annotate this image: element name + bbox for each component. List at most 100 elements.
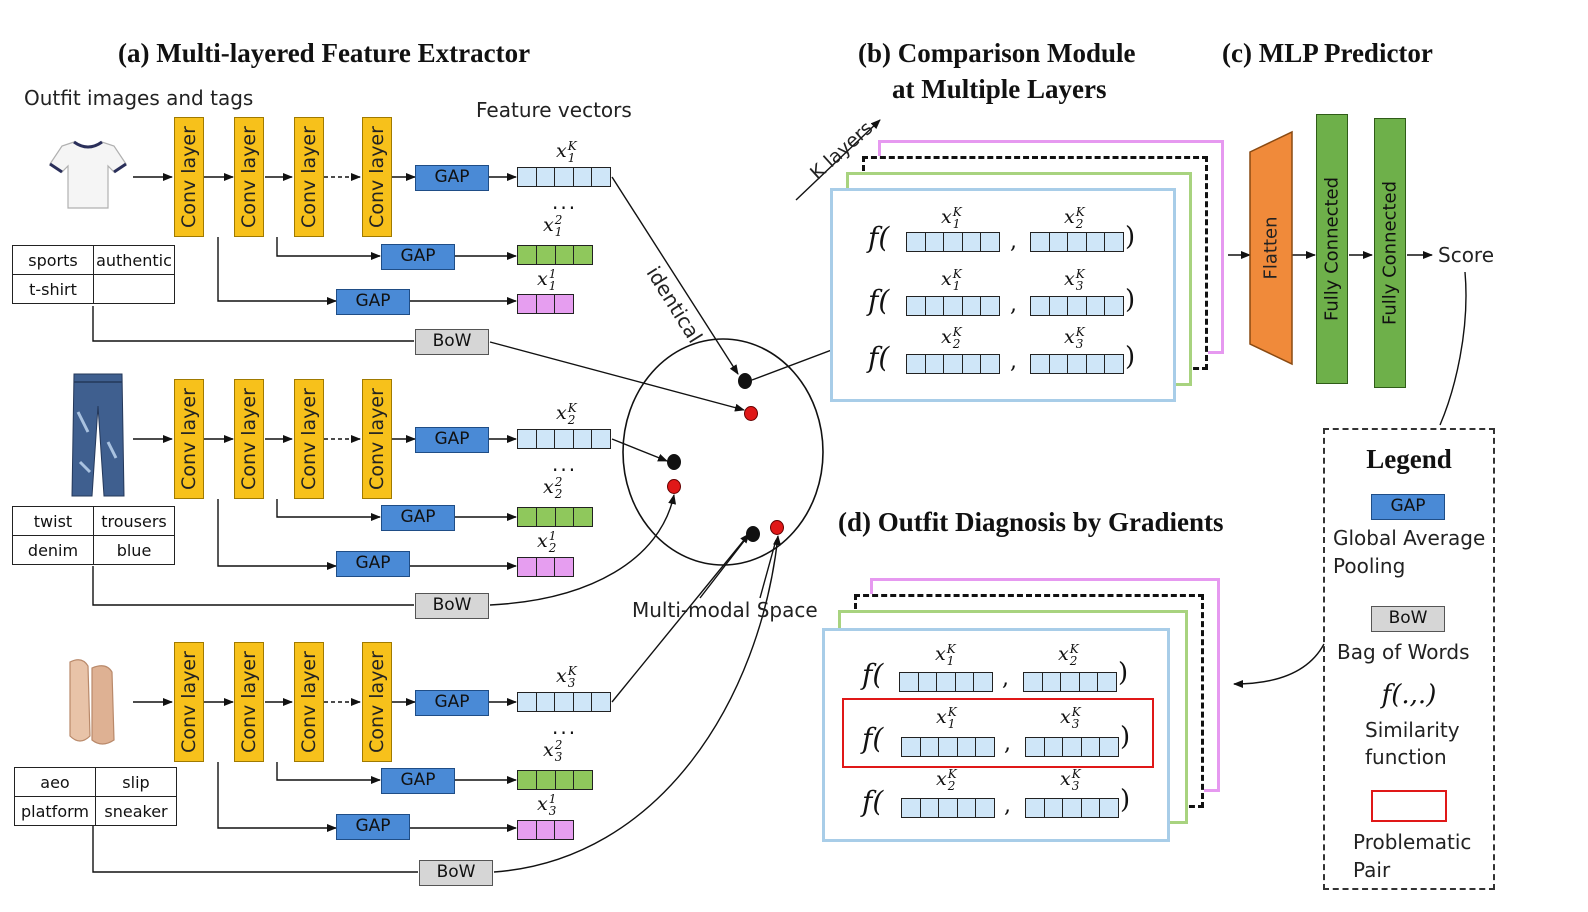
- conv-layer: Conv layer: [294, 642, 324, 762]
- score-label: Score: [1438, 243, 1495, 267]
- pair-vector-a: [906, 354, 1000, 374]
- tag-cell: sneaker: [95, 796, 177, 826]
- sim-fn: f(: [862, 658, 884, 691]
- conv-layer: Conv layer: [174, 117, 204, 237]
- conv-layer-label: Conv layer: [238, 388, 260, 490]
- flatten-label: Flatten: [1260, 216, 1282, 280]
- conv-layer-label: Conv layer: [366, 126, 388, 228]
- close-paren: ): [1118, 658, 1129, 688]
- feature-vector-k: [517, 692, 611, 712]
- pair-vector-a: [901, 737, 995, 757]
- comma: ,: [1004, 793, 1011, 818]
- gap-block: GAP: [415, 690, 489, 716]
- legend-gap-desc-2: Pooling: [1333, 554, 1406, 578]
- feature-vectors-label: Feature vectors: [476, 98, 632, 122]
- legend-prob-desc-1: Problematic: [1353, 830, 1472, 854]
- title-d: (d) Outfit Diagnosis by Gradients: [838, 507, 1224, 537]
- title-a: (a) Multi-layered Feature Extractor: [118, 38, 531, 68]
- feature-vector-k: [517, 429, 611, 449]
- tag-cell: twist: [12, 506, 94, 536]
- tag-cell: [93, 274, 175, 304]
- pair-vector-a: [906, 296, 1000, 316]
- legend-sim-symbol: f(.,.): [1381, 680, 1437, 710]
- embedding-point-text: [667, 479, 681, 494]
- pair-vector-a: [899, 672, 993, 692]
- sim-fn: f(: [868, 341, 890, 374]
- pair-vector-a: [901, 798, 995, 818]
- comma: ,: [1002, 666, 1009, 691]
- feature-vector-2: [517, 245, 593, 265]
- title-c: (c) MLP Predictor: [1222, 38, 1433, 68]
- gap-block: GAP: [336, 551, 410, 577]
- close-paren: ): [1125, 285, 1136, 315]
- conv-layer-label: Conv layer: [298, 388, 320, 490]
- shoes-image: [69, 659, 115, 745]
- legend-gap-desc-1: Global Average: [1333, 526, 1486, 550]
- conv-layer: Conv layer: [174, 642, 204, 762]
- tshirt-image: [49, 140, 127, 209]
- problematic-pair-box: [842, 698, 1154, 768]
- conv-layer-label: Conv layer: [238, 651, 260, 753]
- legend-prob-desc-2: Pair: [1353, 858, 1391, 882]
- gap-block: GAP: [415, 427, 489, 453]
- embedding-point-text: [744, 406, 758, 421]
- gap-block: GAP: [415, 165, 489, 191]
- multimodal-space-label: Multi-modal Space: [632, 598, 818, 622]
- sim-fn: f(: [868, 221, 890, 254]
- embedding-point-image: [667, 454, 681, 470]
- gap-block: GAP: [381, 768, 455, 794]
- flatten-block: [1249, 130, 1293, 366]
- pair-vector-b: [1030, 296, 1124, 316]
- tag-cell: denim: [12, 535, 94, 565]
- legend-sim-desc-1: Similarity: [1365, 718, 1460, 742]
- pair-vector-b: [1025, 798, 1119, 818]
- conv-layer-label: Conv layer: [366, 651, 388, 753]
- jeans-image: [71, 373, 125, 497]
- conv-layer-label: Conv layer: [178, 651, 200, 753]
- ellipsis: ...: [552, 715, 578, 739]
- conv-layer-label: Conv layer: [178, 126, 200, 228]
- sim-fn: f(: [868, 284, 890, 317]
- feature-vector-1: [517, 557, 574, 577]
- feature-vector-1: [517, 294, 574, 314]
- comma: ,: [1004, 731, 1011, 756]
- conv-layer: Conv layer: [362, 117, 392, 237]
- embedding-point-text: [770, 520, 784, 535]
- tag-cell: authentic: [93, 245, 175, 275]
- outfit-images-label: Outfit images and tags: [24, 86, 254, 110]
- pair-vector-b: [1030, 354, 1124, 374]
- tag-cell: trousers: [93, 506, 175, 536]
- tag-cell: platform: [14, 796, 96, 826]
- title-b-line1: (b) Comparison Module: [858, 38, 1136, 68]
- fully-connected-1: Fully Connected: [1316, 114, 1348, 384]
- bow-block: BoW: [415, 329, 489, 355]
- pair-vector-b: [1030, 232, 1124, 252]
- sim-fn: f(: [862, 785, 884, 818]
- ellipsis: ...: [552, 190, 578, 214]
- conv-layer-label: Conv layer: [238, 126, 260, 228]
- conv-layer: Conv layer: [234, 379, 264, 499]
- legend-bow-box: BoW: [1371, 606, 1445, 632]
- legend-title: Legend: [1366, 444, 1452, 474]
- close-paren: ): [1125, 342, 1136, 372]
- legend: Legend GAP Global Average Pooling BoW Ba…: [1323, 428, 1495, 890]
- embedding-point-image: [746, 526, 760, 542]
- conv-layer: Conv layer: [362, 379, 392, 499]
